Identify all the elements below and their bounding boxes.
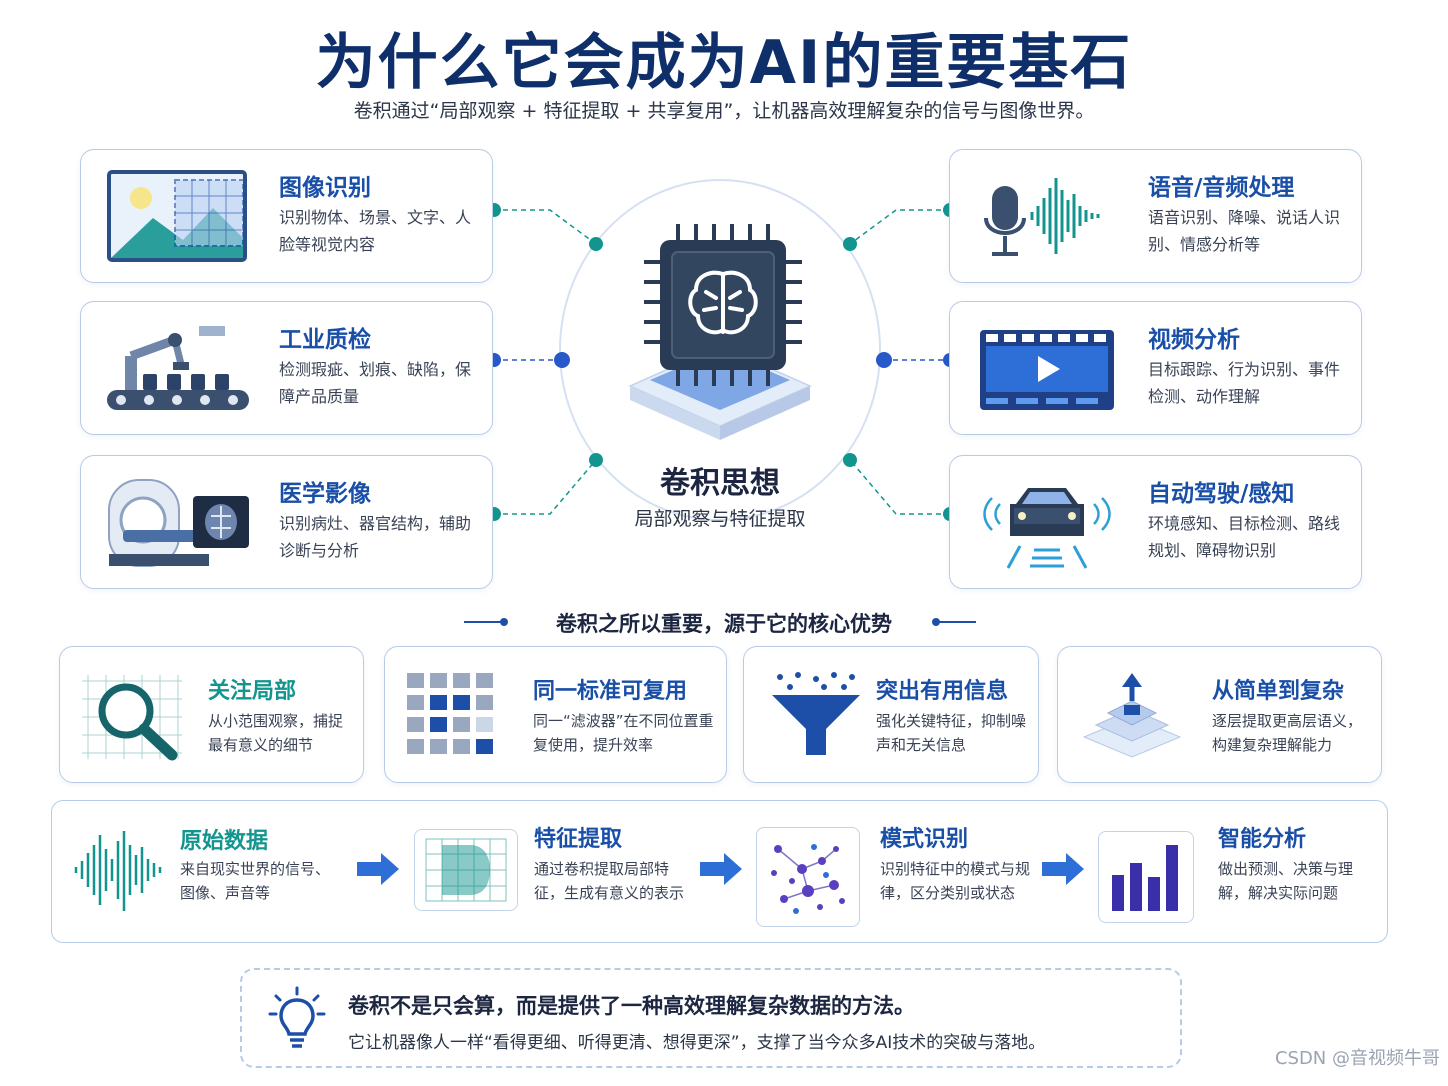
pipeline-title: 原始数据 [180, 829, 269, 854]
advantage-desc: 同一“滤波器”在不同位置重复使用，提升效率 [533, 712, 714, 754]
advantage-title: 从简单到复杂 [1212, 679, 1345, 704]
pipeline-desc: 识别特征中的模式与规律，区分类别或状态 [880, 860, 1031, 902]
advantage-card-local-focus: 关注局部 从小范围观察，捕捉最有意义的细节 [59, 646, 364, 783]
app-title: 视频分析 [1148, 327, 1240, 353]
advantage-desc: 从小范围观察，捕捉最有意义的细节 [208, 712, 344, 754]
advantages-heading: 卷积之所以重要，源于它的核心优势 [556, 612, 892, 636]
ct-scanner-icon [108, 479, 249, 567]
app-card-video-analysis: 视频分析 目标跟踪、行为识别、事件检测、动作理解 [949, 301, 1362, 435]
advantage-card-simple-to-complex: 从简单到复杂 逐层提取更高层语义，构建复杂理解能力 [1057, 646, 1382, 783]
app-title: 工业质检 [279, 327, 371, 353]
microphone-icon [984, 178, 1100, 256]
app-card-image-recognition: 图像识别 识别物体、场景、文字、人脸等视觉内容 [80, 149, 493, 283]
advantage-desc: 逐层提取更高层语义，构建复杂理解能力 [1212, 712, 1363, 754]
summary-note: 卷积不是只会算，而是提供了一种高效理解复杂数据的方法。 它让机器像人一样“看得更… [240, 968, 1182, 1068]
app-card-autonomous-driving: 自动驾驶/感知 环境感知、目标检测、路线规划、障碍物识别 [949, 455, 1362, 589]
watermark: CSDN @音视频牛哥 [1274, 1048, 1440, 1069]
arrow-right-icon [700, 853, 742, 885]
arrow-right-icon [357, 853, 399, 885]
bar-chart-icon [1112, 845, 1178, 911]
advantage-title: 突出有用信息 [876, 679, 1009, 704]
app-desc: 语音识别、降噪、说话人识别、情感分析等 [1148, 208, 1341, 254]
grid-icon [407, 673, 493, 754]
pipeline-title: 智能分析 [1218, 827, 1307, 852]
app-card-speech-audio: 语音/音频处理 语音识别、降噪、说话人识别、情感分析等 [949, 149, 1362, 283]
robot-arm-icon [107, 326, 249, 410]
app-desc: 识别物体、场景、文字、人脸等视觉内容 [279, 208, 472, 254]
app-desc: 环境感知、目标检测、路线规划、障碍物识别 [1148, 514, 1341, 560]
center-title: 卷积思想 [660, 466, 780, 501]
lightbulb-icon [268, 986, 326, 1048]
app-card-industrial-inspection: 工业质检 检测瑕疵、划痕、缺陷，保障产品质量 [80, 301, 493, 435]
app-title: 语音/音频处理 [1148, 175, 1295, 201]
car-icon [983, 488, 1111, 569]
pipeline-title: 模式识别 [880, 827, 969, 852]
funnel-icon [772, 672, 860, 755]
app-title: 自动驾驶/感知 [1148, 481, 1295, 507]
cluster-icon [771, 844, 845, 914]
app-title: 图像识别 [279, 175, 371, 201]
section-divider [464, 618, 976, 626]
advantage-card-reusable: 同一标准可复用 同一“滤波器”在不同位置重复使用，提升效率 [384, 646, 727, 783]
arrow-right-icon [1042, 853, 1084, 885]
brain-chip-icon [628, 224, 812, 440]
pipeline-desc: 通过卷积提取局部特征，生成有意义的表示 [534, 860, 685, 902]
advantage-title: 关注局部 [208, 679, 297, 704]
advantage-card-highlight: 突出有用信息 强化关键特征，抑制噪声和无关信息 [743, 646, 1039, 783]
pipeline-panel: 原始数据 来自现实世界的信号、图像、声音等 特征提取 通过卷积提取局部特征，生成… [51, 800, 1388, 943]
note-text: 它让机器像人一样“看得更细、听得更清、想得更深”，支撑了当今众多AI技术的突破与… [348, 1033, 1046, 1053]
pipeline-desc: 做出预测、决策与理解，解决实际问题 [1218, 860, 1354, 902]
advantage-desc: 强化关键特征，抑制噪声和无关信息 [876, 712, 1027, 754]
app-desc: 识别病灶、器官结构，辅助诊断与分析 [279, 514, 472, 560]
page-subtitle: 卷积通过“局部观察 + 特征提取 + 共享复用”，让机器高效理解复杂的信号与图像… [353, 100, 1095, 122]
advantage-title: 同一标准可复用 [533, 679, 688, 704]
magnifier-icon [82, 675, 182, 761]
center-subtitle: 局部观察与特征提取 [634, 508, 806, 530]
pipeline-desc: 来自现实世界的信号、图像、声音等 [180, 860, 331, 902]
page-title: 为什么它会成为AI的重要基石 [315, 28, 1133, 98]
note-title: 卷积不是只会算，而是提供了一种高效理解复杂数据的方法。 [348, 994, 915, 1018]
feature-map-icon [425, 838, 507, 902]
app-desc: 检测瑕疵、划痕、缺陷，保障产品质量 [279, 360, 472, 406]
pipeline-title: 特征提取 [534, 827, 623, 852]
app-title: 医学影像 [279, 481, 371, 507]
app-desc: 目标跟踪、行为识别、事件检测、动作理解 [1148, 360, 1341, 406]
layers-icon [1082, 673, 1182, 758]
waveform-icon [74, 831, 162, 911]
video-icon [980, 330, 1114, 410]
image-recognition-icon [107, 170, 247, 262]
app-card-medical-imaging: 医学影像 识别病灶、器官结构，辅助诊断与分析 [80, 455, 493, 589]
